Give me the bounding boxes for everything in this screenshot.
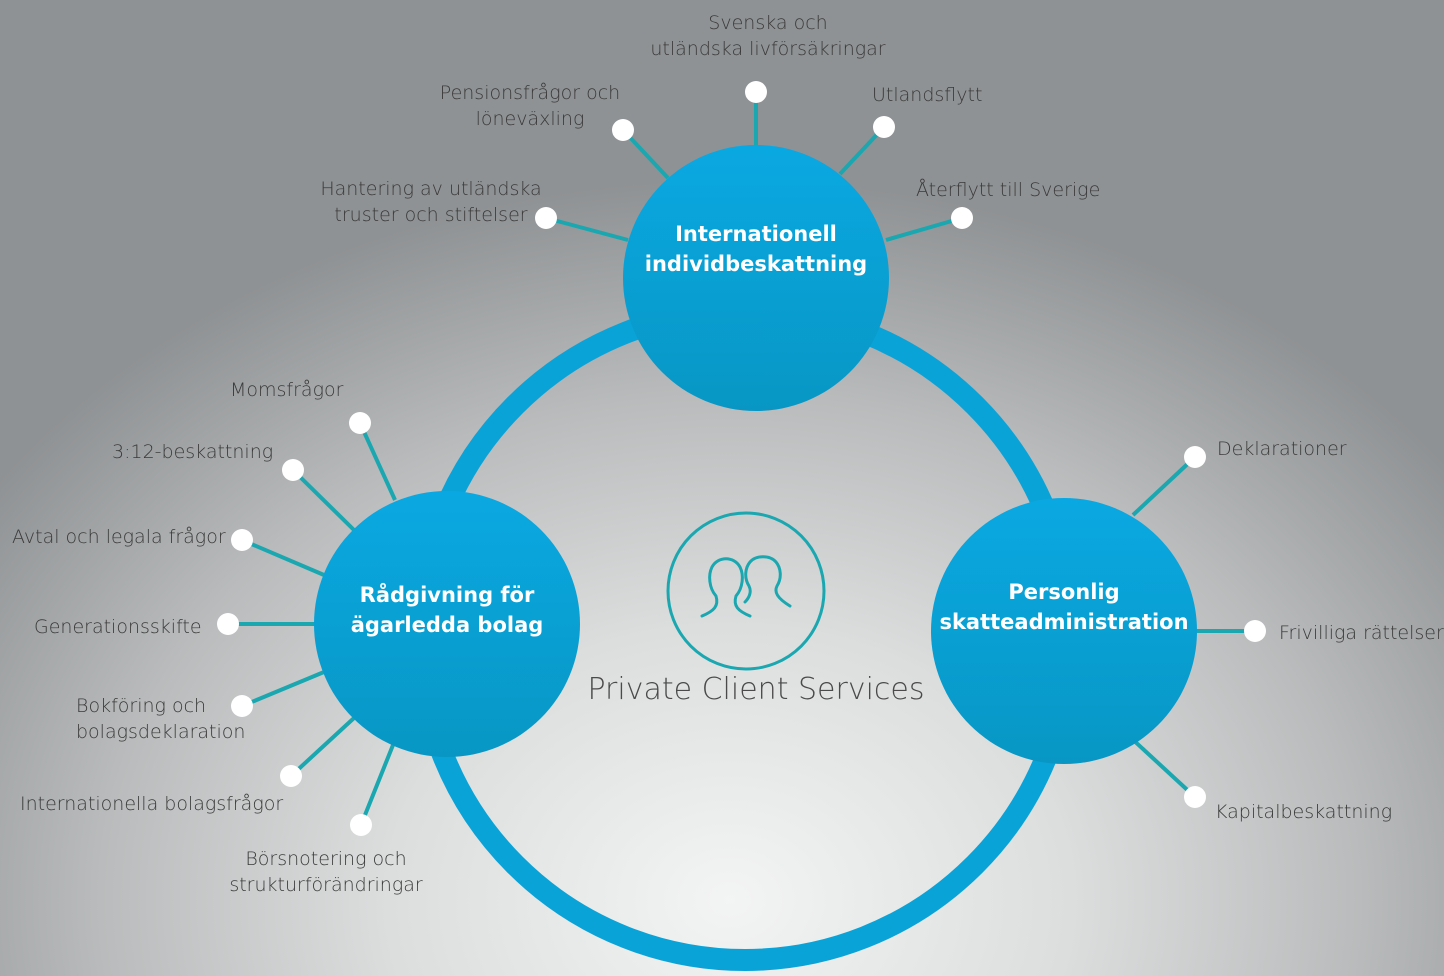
service-frivilliga: Frivilliga rättelser: [1279, 622, 1444, 644]
service-truster: Hantering av utländska truster och stift…: [320, 178, 542, 226]
hub-left-circle[interactable]: [314, 491, 580, 757]
dot-internationella: [280, 765, 302, 787]
service-generationsskifte: Generationsskifte: [34, 616, 202, 638]
service-momsfragor: Momsfrågor: [230, 379, 344, 401]
service-borsnotering: Börsnotering och strukturförändringar: [229, 848, 423, 896]
service-kapital: Kapitalbeskattning: [1215, 801, 1393, 823]
dot-312: [282, 459, 304, 481]
dot-bokforing: [231, 695, 253, 717]
people-icon: [666, 511, 826, 671]
dot-truster: [535, 207, 557, 229]
service-pensionsfragor: Pensionsfrågor och löneväxling: [439, 82, 621, 130]
service-livforsakringar: Svenska och utländska livförsäkringar: [650, 12, 886, 60]
dot-generationsskifte: [217, 613, 239, 635]
dot-aterflytt: [951, 207, 973, 229]
service-312: 3:12-beskattning: [112, 441, 274, 463]
dot-utlandsflytt: [873, 116, 895, 138]
dot-borsnotering: [350, 814, 372, 836]
hub-right-label: Personlig skatteadministration: [939, 580, 1189, 634]
left-hub-connectors: [228, 422, 397, 826]
service-bokforing: Bokföring och bolagsdeklaration: [76, 695, 246, 743]
dot-deklarationer: [1184, 446, 1206, 468]
hub-top-circle[interactable]: [623, 145, 889, 411]
dot-pensionsfragor: [612, 119, 634, 141]
hub-top-label: Internationell individbeskattning: [644, 222, 868, 276]
dot-kapital: [1184, 786, 1206, 808]
endpoint-dots: [217, 81, 1266, 836]
center-title: Private Client Services: [587, 672, 925, 707]
hub-right-circle[interactable]: [931, 498, 1197, 764]
dot-momsfragor: [349, 412, 371, 434]
service-internationella: Internationella bolagsfrågor: [20, 793, 284, 815]
service-aterflytt: Återflytt till Sverige: [916, 179, 1101, 201]
dot-avtal: [231, 529, 253, 551]
hub-left-label: Rådgivning för ägarledda bolag: [350, 583, 544, 637]
dot-livforsakringar: [745, 81, 767, 103]
service-avtal: Avtal och legala frågor: [12, 526, 226, 548]
service-utlandsflytt: Utlandsflytt: [872, 84, 983, 106]
service-deklarationer: Deklarationer: [1217, 438, 1347, 460]
dot-frivilliga: [1244, 620, 1266, 642]
